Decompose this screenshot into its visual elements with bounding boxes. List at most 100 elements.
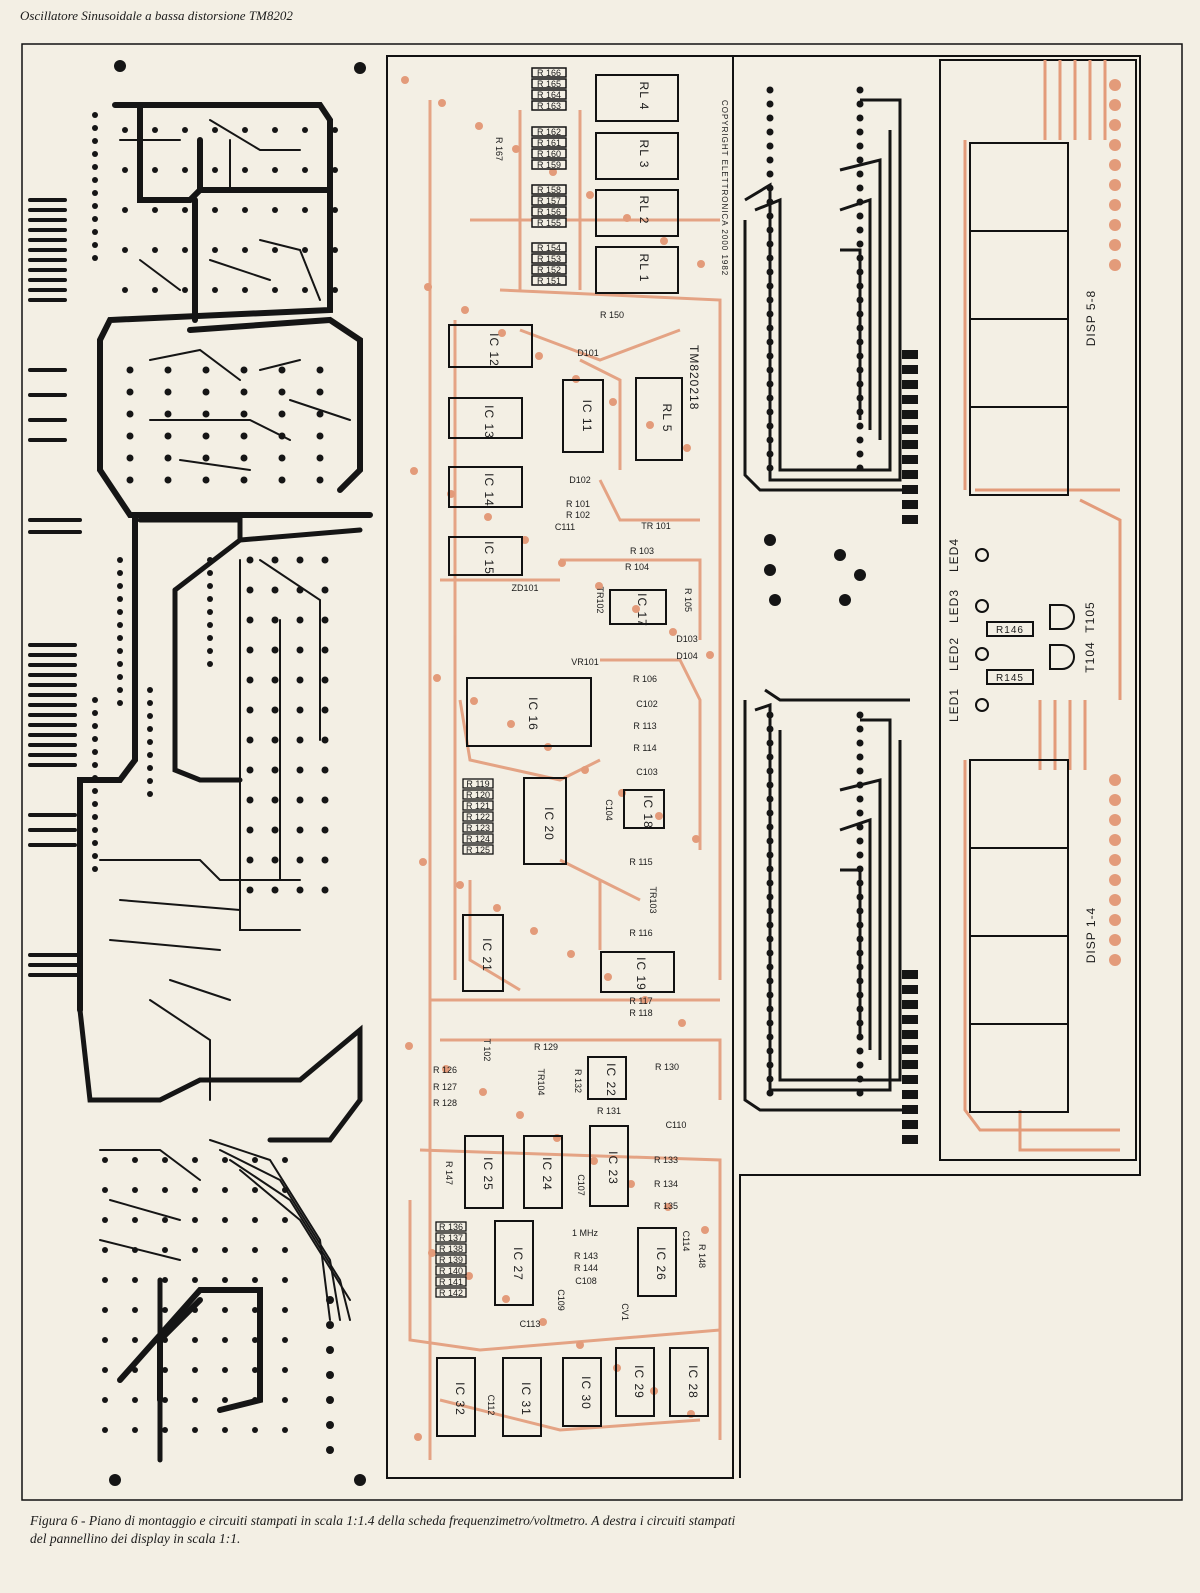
pad <box>92 801 98 807</box>
display-panel-silkscreen: DISP 5-8 DISP 1-4 LED1 LED2 LED3 LED4 R1… <box>939 59 1137 1161</box>
pad <box>271 646 279 654</box>
pad <box>766 991 774 999</box>
pad <box>122 127 128 133</box>
pad <box>192 1397 198 1403</box>
label-r106: R 106 <box>633 674 657 684</box>
label-r154: R 154 <box>537 243 561 253</box>
pad <box>122 247 128 253</box>
pad <box>902 380 918 389</box>
pad <box>102 1337 108 1343</box>
pad <box>296 736 304 744</box>
pad <box>147 778 153 784</box>
pad <box>302 127 308 133</box>
pad <box>132 1277 138 1283</box>
pad <box>321 736 329 744</box>
pad <box>321 766 329 774</box>
label-d104: D104 <box>676 651 698 661</box>
pad <box>856 739 864 747</box>
pad <box>856 184 864 192</box>
pad <box>516 1111 524 1119</box>
pad <box>856 156 864 164</box>
pad <box>1109 139 1121 151</box>
pad <box>147 739 153 745</box>
pad <box>1109 159 1121 171</box>
pad <box>766 464 774 472</box>
pad <box>902 470 918 479</box>
pad <box>856 86 864 94</box>
pad <box>766 436 774 444</box>
pad <box>271 826 279 834</box>
pad <box>664 1203 672 1211</box>
relay-label-rl4: RL 4 <box>637 82 651 111</box>
pad <box>856 352 864 360</box>
resistor-bank <box>531 67 567 286</box>
pad <box>240 432 248 440</box>
pad <box>147 791 153 797</box>
pad <box>766 739 774 747</box>
relay-outlines <box>595 74 683 461</box>
label-ic15: IC 15 <box>482 541 496 575</box>
ic20-resistor-labels: R 119 R 120 R 121 R 122 R 123 R 124 R 12… <box>466 779 490 855</box>
pad <box>856 809 864 817</box>
pad <box>278 432 286 440</box>
pad <box>856 170 864 178</box>
pad <box>902 485 918 494</box>
pad <box>147 687 153 693</box>
pad <box>321 586 329 594</box>
pad <box>669 628 677 636</box>
pad <box>856 1019 864 1027</box>
pad <box>461 306 469 314</box>
pad <box>321 646 329 654</box>
pad <box>282 1307 288 1313</box>
pad <box>641 996 649 1004</box>
pad <box>296 886 304 894</box>
pad <box>766 450 774 458</box>
pad <box>332 167 338 173</box>
pad <box>192 1337 198 1343</box>
pad <box>92 723 98 729</box>
pad <box>132 1337 138 1343</box>
label-ic20: IC 20 <box>542 807 556 841</box>
pad <box>766 352 774 360</box>
pad <box>502 1295 510 1303</box>
display-pads <box>764 86 918 1144</box>
pad <box>856 394 864 402</box>
pad <box>252 1157 258 1163</box>
pad <box>1109 99 1121 111</box>
ic-labels: IC 12 IC 11 IC 13 IC 14 IC 15 IC 17 IC 1… <box>453 333 700 1416</box>
label-r130: R 130 <box>655 1062 679 1072</box>
pad <box>147 765 153 771</box>
label-r158: R 158 <box>537 185 561 195</box>
label-tr104: TR104 <box>536 1068 546 1095</box>
label-r132: R 132 <box>573 1069 583 1093</box>
pad <box>102 1367 108 1373</box>
label-r134: R 134 <box>654 1179 678 1189</box>
pad <box>839 594 851 606</box>
pad <box>117 674 123 680</box>
copyright-mark: COPYRIGHT ELETTRONICA 2000 1982 <box>720 100 729 276</box>
pad <box>766 268 774 276</box>
label-r122: R 122 <box>466 812 490 822</box>
board-marks: TM820218 COPYRIGHT ELETTRONICA 2000 1982 <box>687 100 729 410</box>
label-r104: R 104 <box>625 562 649 572</box>
pad <box>252 1337 258 1343</box>
relay-label-rl2: RL 2 <box>637 196 651 225</box>
pad <box>92 125 98 131</box>
pad <box>212 287 218 293</box>
pad <box>296 856 304 864</box>
pad <box>202 476 210 484</box>
label-d103: D103 <box>676 634 698 644</box>
pad <box>766 324 774 332</box>
pad <box>102 1277 108 1283</box>
label-r140: R 140 <box>439 1266 463 1276</box>
label-r159: R 159 <box>537 160 561 170</box>
display-labels: DISP 5-8 DISP 1-4 LED1 LED2 LED3 LED4 R1… <box>947 290 1098 963</box>
label-r139: R 139 <box>439 1255 463 1265</box>
pad <box>856 1061 864 1069</box>
label-ic27: IC 27 <box>511 1247 525 1281</box>
pad <box>326 1421 334 1429</box>
pad <box>222 1277 228 1283</box>
pad <box>1109 814 1121 826</box>
pad <box>856 380 864 388</box>
pad <box>856 1075 864 1083</box>
